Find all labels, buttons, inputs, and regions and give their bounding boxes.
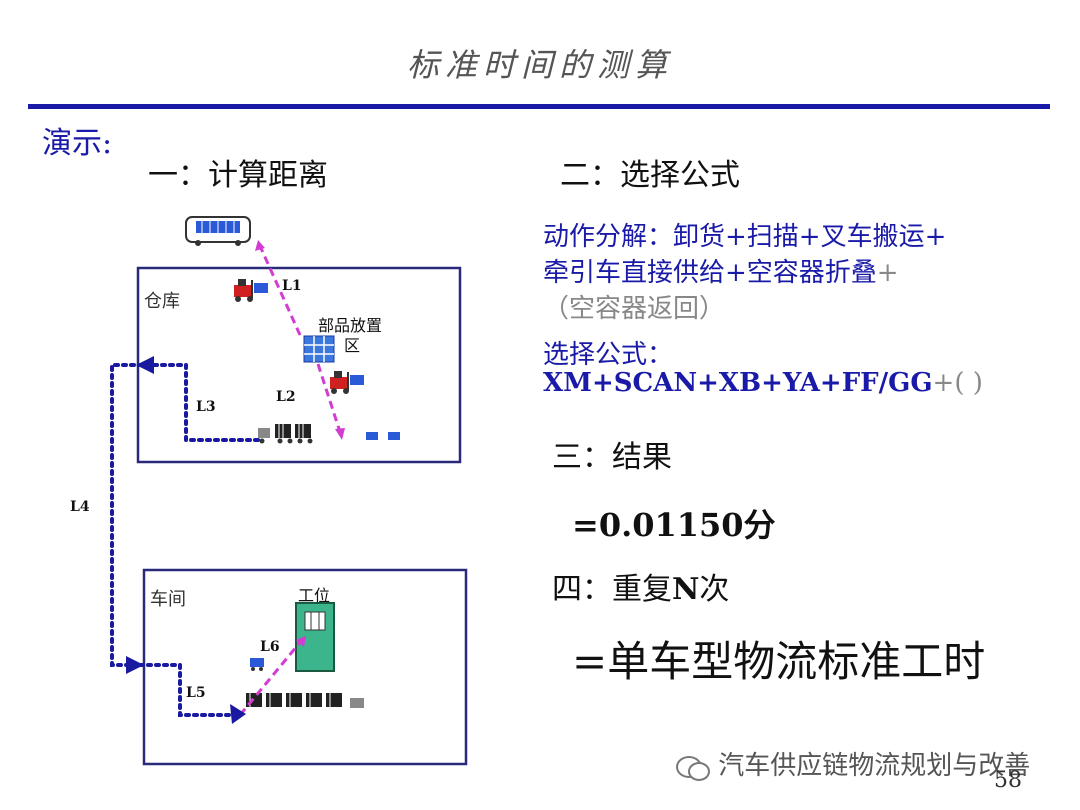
- route-label-l1: L1: [282, 278, 302, 294]
- step3-heading: 三：结果: [552, 440, 672, 475]
- tugger-train-icon: [258, 424, 400, 444]
- page-number: 58: [994, 768, 1022, 793]
- action-decomposition-line3: （空容器返回）: [543, 294, 726, 324]
- route-l6: [238, 639, 304, 716]
- arrowhead: [136, 356, 154, 374]
- step4-suffix: 次: [699, 572, 730, 607]
- arrowhead: [255, 240, 265, 251]
- parts-area-label-2: 区: [344, 336, 361, 355]
- arrowhead: [126, 656, 144, 674]
- parts-area-label: 部品放置: [318, 316, 383, 335]
- arrowhead: [335, 428, 345, 440]
- workshop-area: [142, 568, 468, 766]
- magenta-routes: [238, 245, 342, 716]
- watermark: 汽车供应链物流规划与改善: [676, 745, 1030, 782]
- step4-heading: 四：重复N次: [552, 564, 729, 608]
- demo-label: 演示:: [42, 126, 113, 161]
- action-decomposition-line2-tail: +: [876, 258, 899, 288]
- route-label-l4: L4: [70, 499, 90, 515]
- route-l1: [258, 245, 302, 336]
- step2-heading: 二：选择公式: [560, 158, 740, 193]
- tugger-train-icon: [246, 693, 364, 708]
- step4-n: N: [672, 572, 700, 607]
- formula-tail: +( ): [932, 368, 983, 398]
- cart-icon: [250, 658, 264, 671]
- arrowhead: [230, 704, 246, 724]
- route-label-l5: L5: [186, 685, 206, 701]
- workshop-label: 车间: [150, 589, 186, 610]
- forklift-icon: [330, 371, 364, 394]
- route-label-l2: L2: [276, 389, 296, 405]
- watermark-text: 汽车供应链物流规划与改善: [718, 751, 1031, 781]
- warehouse-label: 仓库: [144, 291, 180, 312]
- action-decomposition-line2: 牵引车直接供给+空容器折叠+: [543, 252, 899, 289]
- truck-icon: [185, 216, 251, 246]
- parts-storage-icon: [303, 335, 335, 363]
- arrowhead: [296, 636, 306, 647]
- action-decomposition-line1: 动作分解：卸货+扫描+叉车搬运+: [543, 222, 947, 252]
- final-result: =单车型物流标准工时: [572, 637, 986, 686]
- formula-main: XM+SCAN+XB+YA+FF/GG: [543, 368, 933, 398]
- step4-prefix: 四：重复: [552, 572, 672, 607]
- workstation-icon: [295, 602, 335, 672]
- step1-heading: 一：计算距离: [148, 158, 328, 193]
- route-l3: [148, 363, 260, 442]
- result-value: =0.01150分: [572, 506, 776, 544]
- workstation-label: 工位: [298, 586, 331, 605]
- route-label-l3: L3: [196, 399, 216, 415]
- formula-line: XM+SCAN+XB+YA+FF/GG+( ): [543, 368, 983, 398]
- title-divider: [28, 104, 1050, 109]
- route-l5: [138, 663, 234, 717]
- formula-label: 选择公式：: [543, 340, 674, 370]
- action-decomposition-line2-text: 牵引车直接供给+空容器折叠: [543, 258, 877, 288]
- page-title: 标准时间的测算: [406, 46, 673, 84]
- forklift-icon: [234, 279, 268, 302]
- route-label-l6: L6: [260, 639, 280, 655]
- route-l2: [316, 363, 342, 433]
- wechat-icon: [676, 754, 710, 781]
